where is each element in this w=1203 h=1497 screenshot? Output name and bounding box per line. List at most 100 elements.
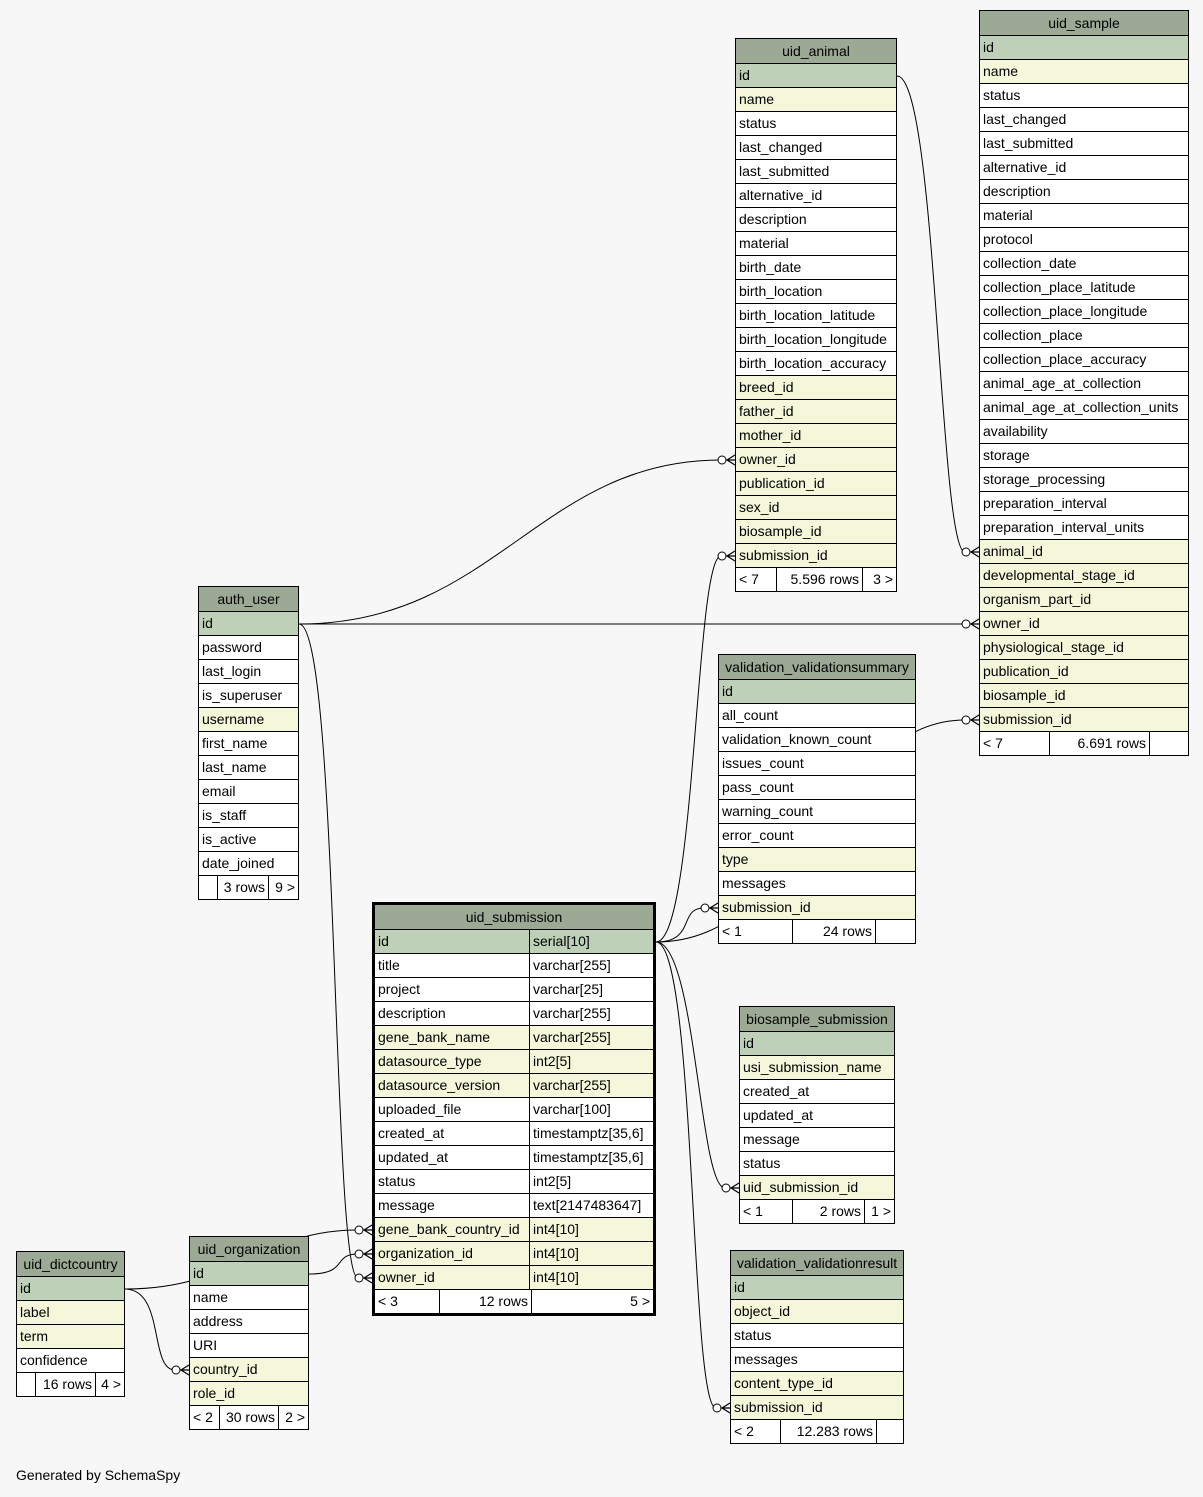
- table-row[interactable]: mother_id: [736, 424, 896, 448]
- table-row[interactable]: content_type_id: [731, 1372, 903, 1396]
- table-row[interactable]: URI: [190, 1334, 308, 1358]
- table-row[interactable]: country_id: [190, 1358, 308, 1382]
- table-row[interactable]: last_submitted: [980, 132, 1188, 156]
- table-row[interactable]: description: [980, 180, 1188, 204]
- table-row[interactable]: alternative_id: [736, 184, 896, 208]
- table-row[interactable]: name: [980, 60, 1188, 84]
- table-row[interactable]: description: [736, 208, 896, 232]
- table-row[interactable]: username: [199, 708, 298, 732]
- table-row[interactable]: animal_age_at_collection_units: [980, 396, 1188, 420]
- table-row[interactable]: protocol: [980, 228, 1188, 252]
- table-row[interactable]: biosample_id: [980, 684, 1188, 708]
- table-row[interactable]: id: [731, 1276, 903, 1300]
- table-row[interactable]: father_id: [736, 400, 896, 424]
- table-row[interactable]: date_joined: [199, 852, 298, 876]
- table-row[interactable]: birth_location_accuracy: [736, 352, 896, 376]
- table-row[interactable]: id: [736, 64, 896, 88]
- table-row[interactable]: name: [736, 88, 896, 112]
- table-row[interactable]: id: [980, 36, 1188, 60]
- table-row[interactable]: usi_submission_name: [740, 1056, 894, 1080]
- table-title[interactable]: uid_organization: [190, 1237, 308, 1262]
- table-row[interactable]: submission_id: [719, 896, 915, 920]
- table-row[interactable]: status: [980, 84, 1188, 108]
- table-row[interactable]: animal_age_at_collection: [980, 372, 1188, 396]
- table-row[interactable]: warning_count: [719, 800, 915, 824]
- table-row[interactable]: confidence: [17, 1349, 124, 1373]
- table-row[interactable]: status: [740, 1152, 894, 1176]
- table-row[interactable]: last_submitted: [736, 160, 896, 184]
- table-row[interactable]: birth_date: [736, 256, 896, 280]
- table-row[interactable]: last_changed: [736, 136, 896, 160]
- table-row[interactable]: first_name: [199, 732, 298, 756]
- table-row[interactable]: messages: [731, 1348, 903, 1372]
- table-row[interactable]: publication_id: [736, 472, 896, 496]
- table-row[interactable]: object_id: [731, 1300, 903, 1324]
- table-title[interactable]: auth_user: [199, 587, 298, 612]
- table-row[interactable]: sex_id: [736, 496, 896, 520]
- table-row[interactable]: submission_id: [980, 708, 1188, 732]
- table-row[interactable]: address: [190, 1310, 308, 1334]
- table-row[interactable]: material: [736, 232, 896, 256]
- table-row[interactable]: type: [719, 848, 915, 872]
- table-row[interactable]: submission_id: [731, 1396, 903, 1420]
- table-row[interactable]: id: [190, 1262, 308, 1286]
- table-row[interactable]: birth_location_longitude: [736, 328, 896, 352]
- table-title[interactable]: biosample_submission: [740, 1007, 894, 1032]
- table-row[interactable]: issues_count: [719, 752, 915, 776]
- table-row[interactable]: collection_date: [980, 252, 1188, 276]
- table-row[interactable]: status: [736, 112, 896, 136]
- table-row[interactable]: alternative_id: [980, 156, 1188, 180]
- table-title[interactable]: validation_validationsummary: [719, 655, 915, 680]
- table-row[interactable]: pass_count: [719, 776, 915, 800]
- table-row[interactable]: publication_id: [980, 660, 1188, 684]
- table-row[interactable]: name: [190, 1286, 308, 1310]
- table-row[interactable]: birth_location_latitude: [736, 304, 896, 328]
- table-row[interactable]: material: [980, 204, 1188, 228]
- table-row[interactable]: password: [199, 636, 298, 660]
- table-row[interactable]: created_at: [740, 1080, 894, 1104]
- table-row[interactable]: error_count: [719, 824, 915, 848]
- table-row[interactable]: id: [17, 1277, 124, 1301]
- table-row[interactable]: messages: [719, 872, 915, 896]
- table-row[interactable]: id: [199, 612, 298, 636]
- table-row[interactable]: collection_place_latitude: [980, 276, 1188, 300]
- table-row[interactable]: owner_id: [980, 612, 1188, 636]
- table-row[interactable]: email: [199, 780, 298, 804]
- table-row[interactable]: collection_place_longitude: [980, 300, 1188, 324]
- table-row[interactable]: uid_submission_id: [740, 1176, 894, 1200]
- table-row[interactable]: developmental_stage_id: [980, 564, 1188, 588]
- table-row[interactable]: last_name: [199, 756, 298, 780]
- table-row[interactable]: is_active: [199, 828, 298, 852]
- table-row[interactable]: preparation_interval: [980, 492, 1188, 516]
- table-row[interactable]: breed_id: [736, 376, 896, 400]
- table-row[interactable]: is_staff: [199, 804, 298, 828]
- table-row[interactable]: validation_known_count: [719, 728, 915, 752]
- table-row[interactable]: physiological_stage_id: [980, 636, 1188, 660]
- table-row[interactable]: animal_id: [980, 540, 1188, 564]
- table-row[interactable]: storage_processing: [980, 468, 1188, 492]
- table-row[interactable]: availability: [980, 420, 1188, 444]
- table-row[interactable]: biosample_id: [736, 520, 896, 544]
- table-row[interactable]: id: [719, 680, 915, 704]
- table-row[interactable]: last_changed: [980, 108, 1188, 132]
